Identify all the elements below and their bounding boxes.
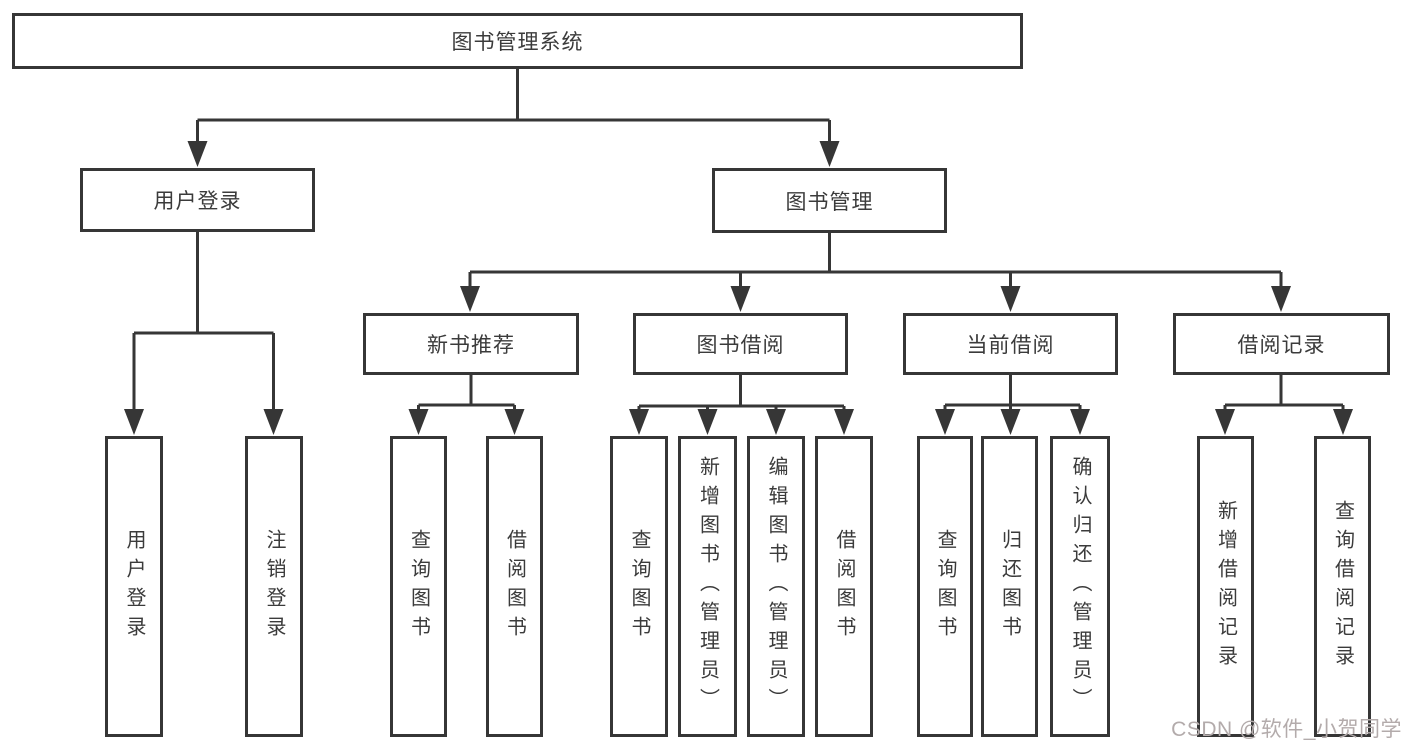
leaf-label: 借阅图书 xyxy=(503,528,526,645)
node-library-management-system: 图书管理系统 xyxy=(12,13,1023,69)
leaf-add-borrow-record: 新增借阅记录 xyxy=(1197,436,1254,737)
leaf-label: 归还图书 xyxy=(998,528,1021,645)
node-current-borrowing: 当前借阅 xyxy=(903,313,1118,375)
node-label: 用户登录 xyxy=(153,190,242,213)
leaf-label: 新增图书（管理员） xyxy=(696,456,719,717)
node-label: 当前借阅 xyxy=(966,334,1055,357)
leaf-label: 查询图书 xyxy=(407,528,430,645)
leaf-confirm-return-admin: 确认归还（管理员） xyxy=(1050,436,1110,737)
leaf-label: 确认归还（管理员） xyxy=(1069,456,1091,717)
leaf-label: 查询借阅记录 xyxy=(1331,499,1354,674)
connector-stems xyxy=(132,69,1345,409)
node-book-borrowing: 图书借阅 xyxy=(633,313,848,375)
leaf-user-login: 用户登录 xyxy=(105,436,163,737)
leaf-label: 新增借阅记录 xyxy=(1214,499,1237,674)
leaf-label: 用户登录 xyxy=(123,528,145,645)
node-label: 新书推荐 xyxy=(427,334,515,357)
leaf-borrow-books-borrowing: 借阅图书 xyxy=(815,436,873,737)
node-label: 图书管理系统 xyxy=(451,31,584,54)
leaf-add-book-admin: 新增图书（管理员） xyxy=(678,436,737,737)
leaf-query-books-borrowing: 查询图书 xyxy=(610,436,668,737)
leaf-label: 编辑图书（管理员） xyxy=(765,456,787,717)
node-borrowing-records: 借阅记录 xyxy=(1173,313,1390,375)
leaf-return-books: 归还图书 xyxy=(981,436,1038,737)
leaf-label: 借阅图书 xyxy=(833,528,855,645)
csdn-watermark: CSDN @软件_小贺同学 xyxy=(1171,718,1402,741)
leaf-label: 查询图书 xyxy=(934,528,956,645)
connector-arrowheads xyxy=(124,141,1353,435)
leaf-query-borrow-record: 查询借阅记录 xyxy=(1314,436,1371,737)
leaf-query-books-current: 查询图书 xyxy=(917,436,973,737)
leaf-label: 查询图书 xyxy=(628,528,650,645)
leaf-label: 注销登录 xyxy=(263,528,285,645)
leaf-query-books-recommend: 查询图书 xyxy=(390,436,447,737)
leaf-logout: 注销登录 xyxy=(245,436,303,737)
node-label: 借阅记录 xyxy=(1237,334,1326,357)
leaf-edit-book-admin: 编辑图书（管理员） xyxy=(747,436,805,737)
leaf-borrow-books-recommend: 借阅图书 xyxy=(486,436,543,737)
node-book-management: 图书管理 xyxy=(712,168,947,233)
node-label: 图书借阅 xyxy=(696,334,785,357)
node-user-login: 用户登录 xyxy=(80,168,315,232)
node-new-book-recommendation: 新书推荐 xyxy=(363,313,579,375)
node-label: 图书管理 xyxy=(785,190,874,214)
